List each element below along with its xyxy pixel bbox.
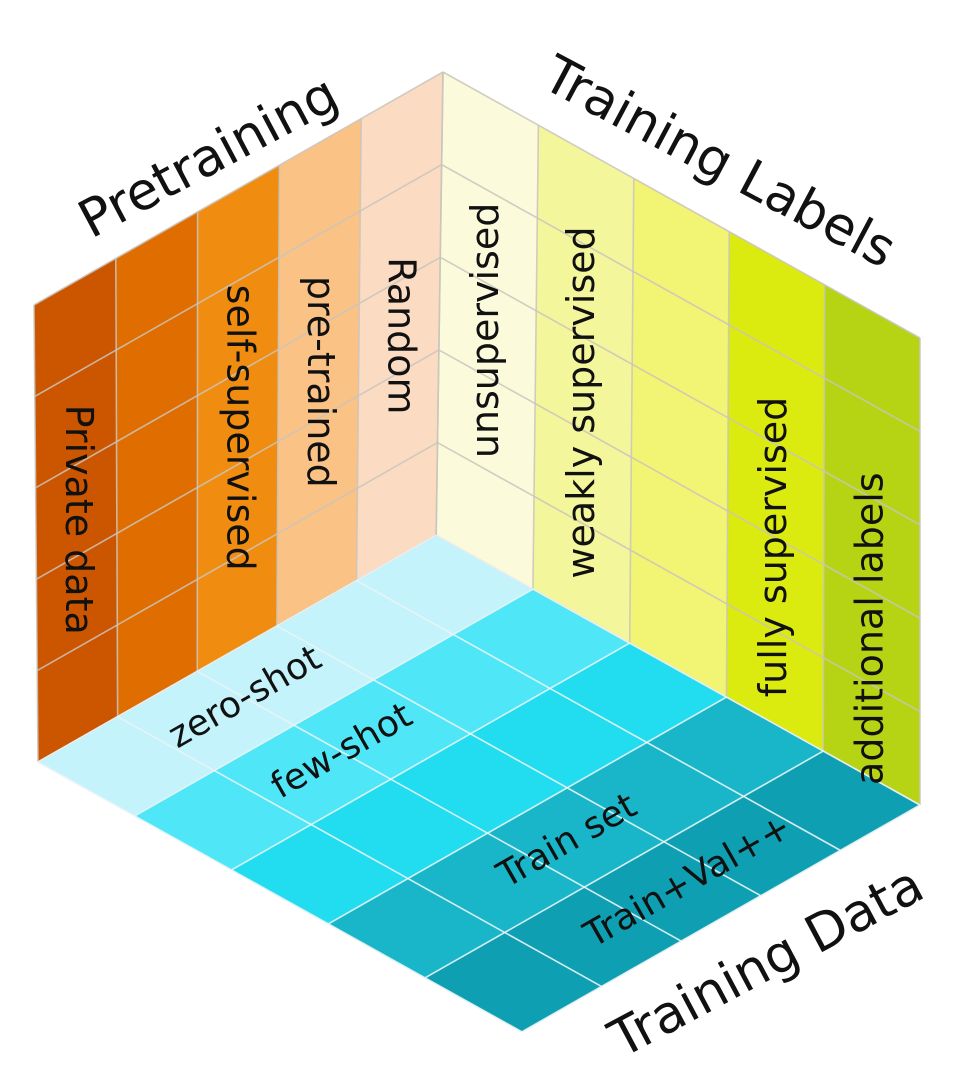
right-face-gridline-v-3: [725, 231, 730, 698]
left-face-label-3: pre-trained: [299, 276, 343, 488]
bottom-face-cell-0-4: [38, 716, 215, 816]
bottom-face-cell-0-2: [197, 625, 374, 726]
bottom-face-gridline-b-3: [327, 696, 727, 925]
left-face-gridline-v-0: [33, 304, 39, 763]
bottom-face-gridline-b-2: [231, 642, 631, 871]
bottom-face-cell-1-2: [294, 679, 471, 780]
bottom-face-cell-3-0: [646, 697, 824, 797]
left-face-gridline-v-4: [355, 118, 362, 581]
left-face-label-0: Private data: [57, 405, 101, 635]
bottom-face-cell-3-2: [487, 787, 664, 888]
bottom-face-gridline-a-2: [276, 625, 762, 897]
bottom-face-cell-4-2: [584, 841, 761, 942]
right-face-label-4: additional labels: [847, 472, 891, 785]
bottom-face-cell-1-4: [134, 770, 312, 870]
left-face-column-1: [115, 211, 198, 717]
bottom-face-cell-2-2: [390, 733, 568, 834]
bottom-face-cell-3-4: [328, 878, 505, 978]
bottom-face-cell-4-4: [425, 932, 602, 1032]
bottom-face-cell-3-1: [567, 742, 744, 842]
right-face-column-4: [823, 284, 920, 805]
bottom-face-cell-4-1: [663, 796, 841, 896]
bottom-face-cell-0-0: [356, 535, 533, 635]
bottom-face-gridline-a-4: [117, 715, 602, 988]
right-face-label-3: fully supervised: [751, 397, 795, 698]
right-face-label-0: unsupervised: [463, 203, 507, 459]
left-face-labels: Private data self-supervised pre-trained Ra…: [57, 257, 424, 635]
left-face-gridline-v-3: [276, 165, 281, 626]
bottom-face-training-data: [38, 535, 920, 1032]
bottom-face-gridline-a-1: [356, 579, 841, 852]
left-face-gridline-h-1: [34, 163, 443, 398]
bottom-face-cell-2-4: [231, 824, 408, 924]
right-face-labels: unsupervised weakly supervised fully super…: [463, 203, 891, 785]
right-face-training-labels: [436, 72, 920, 805]
bottom-face-cell-4-0: [743, 751, 920, 851]
left-face-gridline-h-0: [33, 71, 444, 306]
bottom-face-cell-3-3: [407, 833, 585, 933]
bottom-face-cell-1-3: [214, 725, 391, 825]
bottom-face-gridline-a-5: [37, 761, 523, 1033]
bottom-face-cell-0-3: [117, 671, 295, 771]
bottom-face-cell-4-3: [504, 887, 682, 987]
right-face-gridline-h-2: [439, 256, 921, 526]
right-face-gridline-v-2: [628, 178, 635, 644]
left-face-column-4: [356, 72, 443, 581]
bottom-face-gridline-b-0: [37, 534, 437, 763]
right-face-column-0: [436, 72, 539, 590]
left-face-gridline-v-1: [115, 258, 119, 717]
left-face-label-4: Random: [380, 257, 424, 414]
right-face-gridline-h-0: [442, 71, 921, 339]
bottom-face-gridline-b-1: [134, 588, 534, 817]
right-face-gridline-h-4: [437, 441, 921, 713]
right-face-gridline-v-4: [822, 284, 826, 752]
bottom-face-cell-1-0: [453, 589, 630, 689]
right-face-gridline-v-1: [532, 125, 540, 590]
bottom-face-gridline-b-5: [521, 804, 921, 1033]
right-face-gridline-h-1: [441, 163, 921, 433]
right-face-column-3: [726, 231, 825, 752]
left-face-column-3: [276, 118, 362, 626]
bottom-face-gridline-a-0: [435, 534, 921, 806]
right-face-gridline-h-3: [438, 349, 921, 619]
bottom-face-grid: [37, 534, 921, 1033]
bottom-face-cell-2-1: [470, 688, 647, 788]
bottom-face-cell-0-1: [276, 580, 454, 680]
left-face-gridline-h-4: [36, 441, 438, 672]
right-face-column-2: [629, 178, 730, 698]
bottom-face-cell-1-1: [373, 634, 551, 734]
left-face-gridline-h-2: [35, 256, 441, 489]
bottom-face-cell-2-3: [311, 779, 488, 879]
bottom-face-cell-2-0: [550, 643, 727, 743]
right-face-column-1: [532, 125, 634, 644]
bottom-face-gridline-b-4: [424, 750, 824, 979]
left-face-gridline-h-3: [36, 349, 440, 580]
right-face-gridline-v-0: [435, 71, 444, 536]
right-face-label-1: weakly supervised: [559, 226, 603, 578]
left-face-label-2: self-supervised: [218, 285, 262, 571]
bottom-face-gridline-a-3: [196, 670, 682, 942]
